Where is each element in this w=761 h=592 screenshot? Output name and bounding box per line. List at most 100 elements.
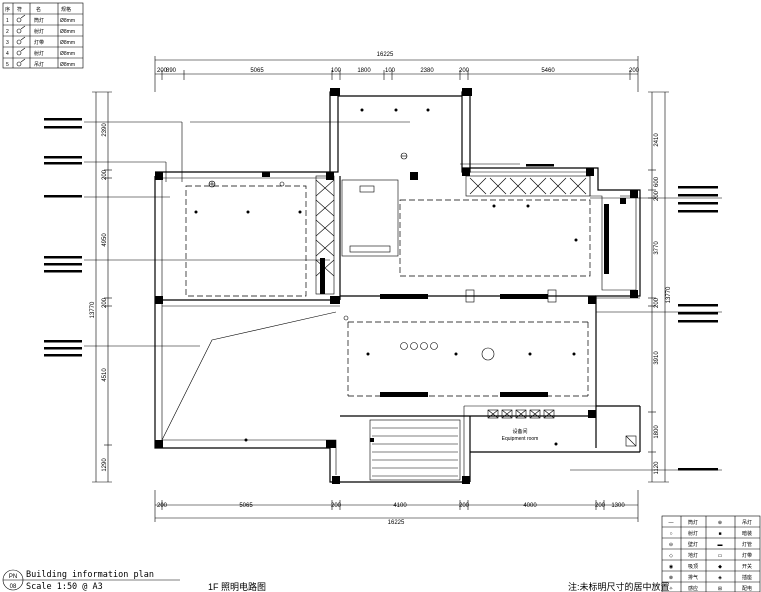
dim-top-seg: 890 xyxy=(166,68,177,74)
legend-name: 筒灯 xyxy=(688,519,698,526)
dim-top-seg: 100 xyxy=(331,68,342,74)
dim-bottom-seg: 5065 xyxy=(239,503,253,509)
dim-bottom-seg: 200 xyxy=(595,503,606,509)
drawing-title: Building information plan xyxy=(26,570,154,580)
legend-name: 壁灯 xyxy=(688,541,698,548)
dim-bottom-seg: 200 xyxy=(459,503,470,509)
dimension-top: 16225 200 890 5065 100 1800 100 2380 200… xyxy=(154,52,640,92)
legend-name: 吊灯 xyxy=(742,519,752,526)
dim-top-seg: 2380 xyxy=(420,68,434,74)
legend-name: 开关 xyxy=(742,563,752,570)
legend-symbol: ◆ xyxy=(718,564,722,570)
legend-symbol: ◇ xyxy=(669,553,673,559)
dim-top-seg: 100 xyxy=(385,68,396,74)
drawing-badge-top: PN xyxy=(9,574,17,580)
equipment-room-cn-label: 设备间 xyxy=(512,428,527,435)
legend-symbol: ▬ xyxy=(718,542,723,548)
legend-row-name: 灯带 xyxy=(34,39,44,46)
dim-left-seg: 1290 xyxy=(102,458,108,472)
dim-bottom-seg: 200 xyxy=(157,503,168,509)
dim-bottom-seg: 200 xyxy=(331,503,342,509)
legend-row-spec: Ø8mm xyxy=(60,40,75,46)
walls xyxy=(154,88,641,484)
dim-top-seg: 5460 xyxy=(541,68,555,74)
dim-bottom-seg: 4000 xyxy=(523,503,537,509)
legend-row-spec: Ø8mm xyxy=(60,18,75,24)
legend-symbol: ◈ xyxy=(718,575,722,581)
dim-right-seg: 200 xyxy=(654,297,660,308)
lighting-layout xyxy=(84,108,722,471)
legend-symbol: ▭ xyxy=(718,553,723,559)
legend-name: 灯管 xyxy=(742,541,752,548)
legend-symbol: ○ xyxy=(669,531,672,537)
legend-name: 地灯 xyxy=(688,552,698,559)
dim-top-seg: 5065 xyxy=(250,68,264,74)
legend-name: 灯带 xyxy=(742,552,752,559)
dimension-right: 2410 600 200 3770 200 3910 1800 1120 137… xyxy=(648,91,672,483)
dim-right-seg: 3770 xyxy=(654,241,660,255)
dimension-left: 2390 200 4950 200 4510 1290 13770 xyxy=(90,91,112,483)
drawing-note: 注:未标明尺寸的居中放置 xyxy=(568,581,670,592)
dim-top-seg: 200 xyxy=(459,68,470,74)
legend-row-spec: Ø8mm xyxy=(60,62,75,68)
legend-header-spec: 规格 xyxy=(61,6,71,13)
drawing-badge-bottom: 08 xyxy=(10,584,17,590)
fixture-symbol-icon xyxy=(16,14,26,67)
legend-name: 感应 xyxy=(688,585,698,592)
dim-right-seg: 600 xyxy=(654,176,660,187)
legend-row-no: 3 xyxy=(6,40,9,46)
legend-name: 配电 xyxy=(742,585,752,592)
dim-bottom-seg: 4100 xyxy=(393,503,407,509)
dim-right-seg: 1120 xyxy=(654,461,660,475)
dim-bottom-overall: 16225 xyxy=(388,520,405,526)
dim-left-seg: 4510 xyxy=(102,368,108,382)
legend-symbol: — xyxy=(669,520,674,526)
dim-top-seg: 200 xyxy=(157,68,168,74)
dim-left-seg: 200 xyxy=(102,297,108,308)
annotation-scribbles xyxy=(44,118,718,471)
legend-symbol: ⊞ xyxy=(718,586,722,592)
dim-right-seg: 200 xyxy=(654,190,660,201)
legend-name: 插座 xyxy=(742,574,752,581)
legend-symbol: ■ xyxy=(718,531,721,537)
legend-row-name: 射灯 xyxy=(34,28,44,35)
legend-row-spec: Ø8mm xyxy=(60,29,75,35)
dim-left-seg: 2390 xyxy=(102,123,108,137)
legend-table-top: 序 符 名 规格 1 筒灯 Ø8mm 2 射灯 Ø8mm 3 灯带 Ø8mm 4… xyxy=(2,2,84,69)
legend-row-spec: Ø8mm xyxy=(60,51,75,57)
dim-top-overall: 16225 xyxy=(377,52,394,58)
dim-right-seg: 3910 xyxy=(654,351,660,365)
legend-row-no: 5 xyxy=(6,62,9,68)
dim-right-overall: 13770 xyxy=(666,286,672,303)
legend-row-name: 吊灯 xyxy=(34,61,44,68)
legend-header-symbol: 符 xyxy=(17,6,22,13)
legend-symbol: ⊗ xyxy=(669,575,673,581)
dim-right-seg: 1800 xyxy=(654,425,660,439)
dim-left-overall: 13770 xyxy=(90,301,96,318)
title-block: PN 08 Building information plan Scale 1:… xyxy=(2,569,670,592)
legend-row-name: 筒灯 xyxy=(34,17,44,24)
legend-header-no: 序 xyxy=(5,6,10,13)
dimension-bottom: 200 5065 200 4100 200 4000 200 1300 1622… xyxy=(154,490,639,526)
legend-symbol: ◉ xyxy=(669,564,674,570)
legend-row-no: 4 xyxy=(6,51,9,57)
legend-symbol: ⊕ xyxy=(718,520,722,526)
legend-name: 射灯 xyxy=(688,530,698,537)
dim-left-seg: 200 xyxy=(102,169,108,180)
legend-row-no: 1 xyxy=(6,18,9,24)
drawing-scale: Scale 1:50 @ A3 xyxy=(26,582,103,592)
equipment-room-label: Equipment room xyxy=(502,436,539,442)
legend-row-name: 射灯 xyxy=(34,50,44,57)
dim-right-seg: 2410 xyxy=(654,133,660,147)
dim-top-seg: 1800 xyxy=(357,68,371,74)
legend-row-no: 2 xyxy=(6,29,9,35)
legend-name: 排气 xyxy=(688,574,698,581)
legend-symbol: ✧ xyxy=(669,586,673,592)
legend-name: 暗装 xyxy=(742,530,752,537)
dim-bottom-seg: 1300 xyxy=(611,503,625,509)
legend-symbol: ⊖ xyxy=(669,542,673,548)
dim-top-seg: 200 xyxy=(629,68,640,74)
dim-left-seg: 4950 xyxy=(102,233,108,247)
legend-header-name: 名 xyxy=(36,6,41,13)
